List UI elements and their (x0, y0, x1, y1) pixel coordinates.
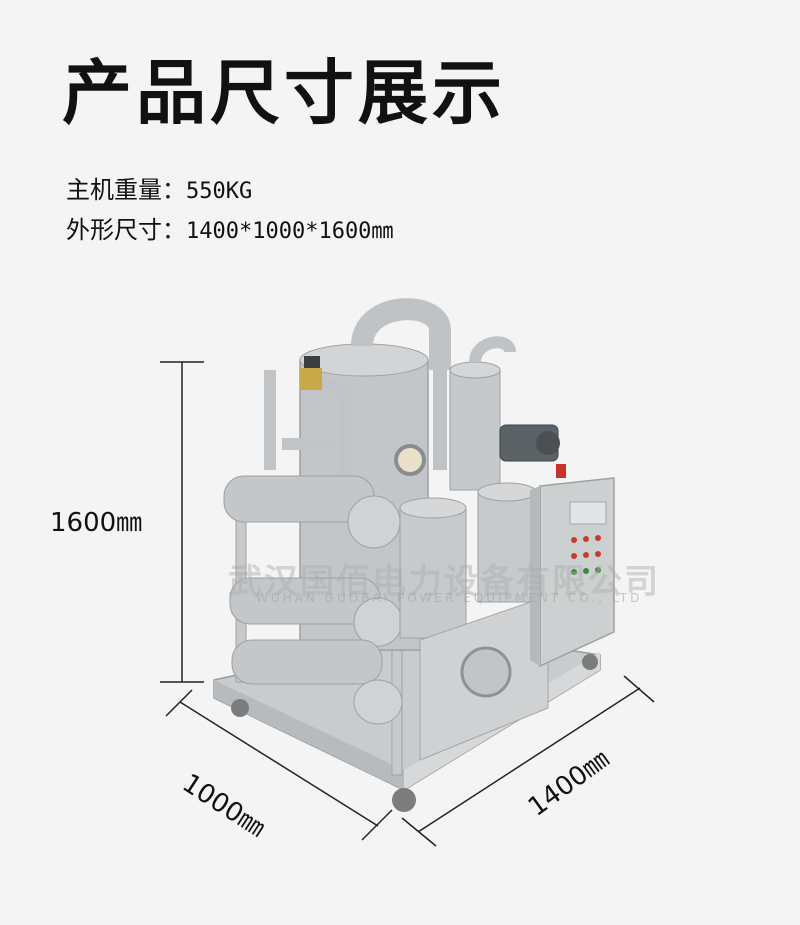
filter-tanks (399, 482, 537, 639)
size-spec: 外形尺寸：1400*1000*1600㎜ (66, 218, 393, 243)
width-tick-left (401, 817, 437, 847)
depth-tick-right (361, 809, 393, 841)
dimension-lines (160, 361, 655, 847)
size-value: 1400*1000*1600㎜ (186, 219, 394, 244)
width-line (417, 687, 641, 833)
lower-filter (419, 595, 549, 761)
watermark-en: WUHAN GUOBAI POWER EQUIPMENT CO., LTD (256, 591, 643, 605)
right-tank (449, 336, 516, 491)
weight-spec: 主机重量：550KG (66, 178, 252, 203)
wheel-left (231, 699, 249, 717)
page-title: 产品尺寸展示 (62, 52, 506, 134)
left-pipes (264, 370, 352, 480)
weight-label: 主机重量： (66, 176, 186, 204)
weight-value: 550KG (186, 179, 253, 204)
wheel-front (392, 788, 416, 812)
top-pipe (351, 298, 451, 370)
depth-line (179, 701, 379, 827)
caster-wheels (231, 654, 598, 812)
height-dimension-label: 1600㎜ (50, 508, 143, 538)
vacuum-pump-motor (499, 424, 560, 462)
width-tick-right (623, 675, 655, 703)
alarm-light (556, 464, 566, 478)
wheel-right (582, 654, 598, 670)
heater-cylinders (223, 475, 403, 725)
watermark-cn: 武汉国佰电力设备有限公司 (228, 562, 660, 602)
sight-glass (394, 444, 426, 476)
control-cabinet (530, 464, 615, 668)
valve (300, 356, 322, 390)
depth-tick-left (165, 689, 193, 717)
size-label: 外形尺寸： (66, 216, 186, 244)
